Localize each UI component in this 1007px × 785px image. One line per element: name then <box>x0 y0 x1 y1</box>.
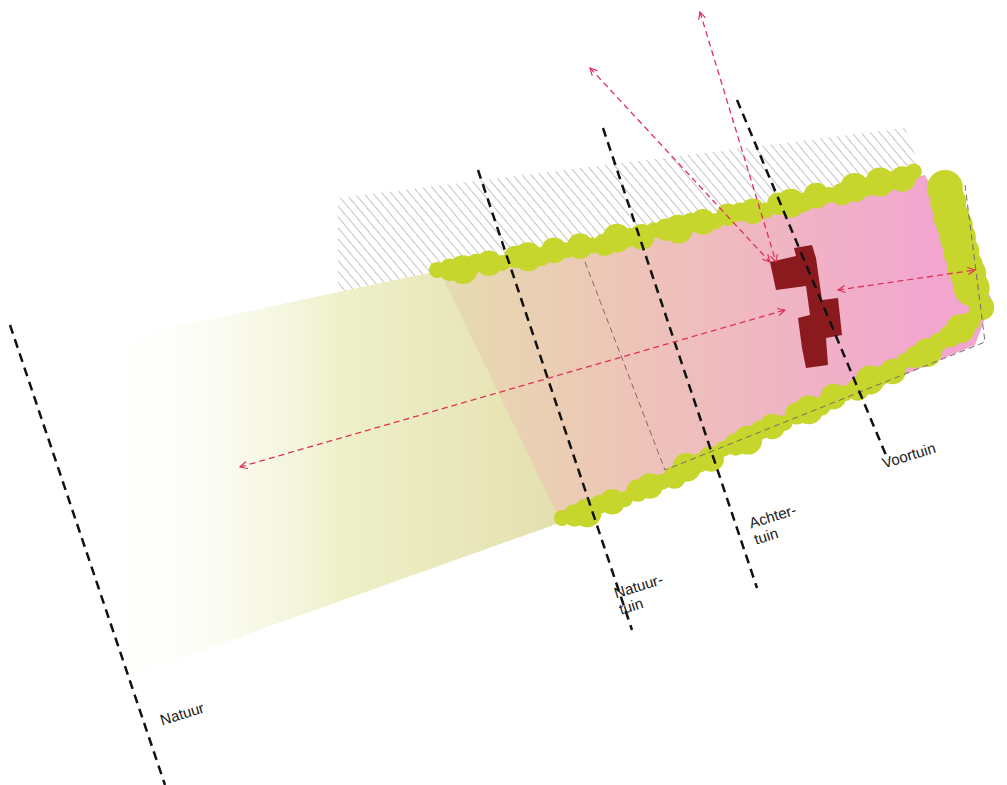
zone-border <box>603 128 757 588</box>
plot-boundary <box>585 185 985 470</box>
hedge-blob <box>954 270 990 306</box>
view-arrow <box>838 270 975 290</box>
view-arrow <box>700 12 776 262</box>
zone-label: Achter- tuin <box>747 501 803 548</box>
view-arrow <box>240 310 785 467</box>
zone-border <box>737 100 888 460</box>
zone-label: Voortuin <box>880 439 938 471</box>
hedge-blob <box>906 164 922 180</box>
zone-label: Natuur <box>158 699 206 728</box>
hedge-group <box>429 164 994 528</box>
view-arrow <box>590 68 770 262</box>
zone-border <box>478 170 632 630</box>
zone-label: Natuur- tuin <box>612 570 670 617</box>
house <box>770 245 842 368</box>
zone-border <box>10 325 165 785</box>
garden-plot <box>440 175 992 520</box>
